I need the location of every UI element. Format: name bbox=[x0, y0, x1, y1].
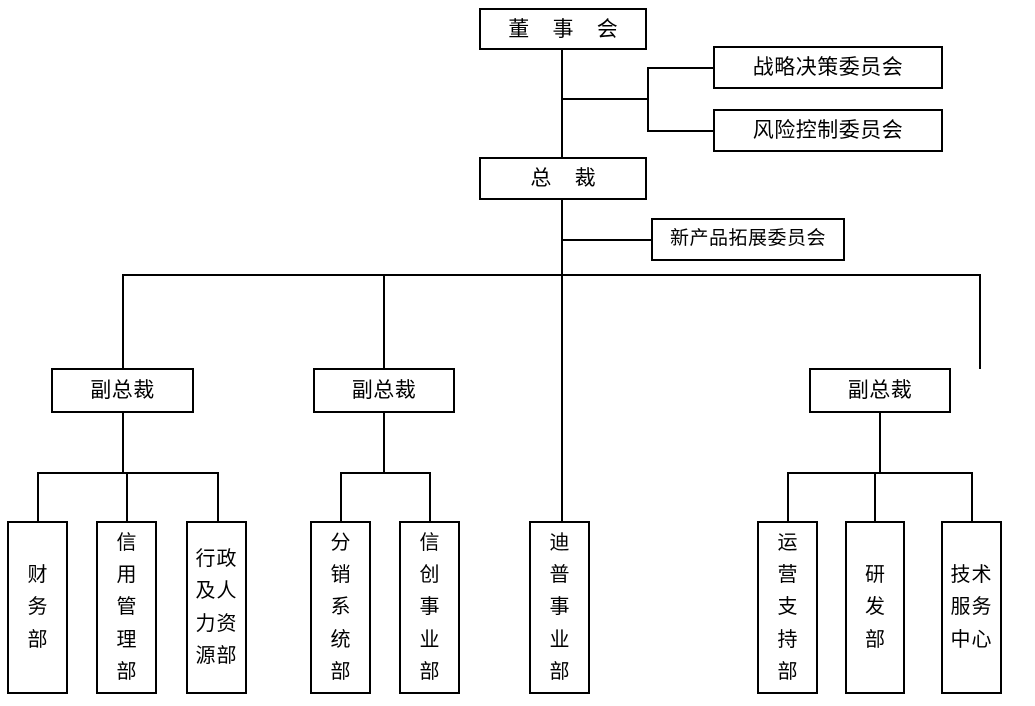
connector-bar-to-vp2 bbox=[383, 274, 385, 369]
node-board-label: 董 事 会 bbox=[508, 16, 627, 41]
node-tech-service-center-label: 技术 服务 中心 bbox=[950, 563, 993, 651]
node-risk-committee[interactable]: 风险控制委员会 bbox=[713, 109, 943, 152]
connector-bar-to-vp1 bbox=[122, 274, 124, 369]
node-admin-hr-dept-label: 行政 及人 力资 源部 bbox=[195, 547, 238, 667]
connector-spine-to-risk-committee bbox=[647, 130, 714, 132]
node-vp3[interactable]: 副总裁 bbox=[809, 368, 951, 413]
node-credit-mgmt-dept[interactable]: 信 用 管 理 部 bbox=[96, 521, 157, 694]
node-vp2[interactable]: 副总裁 bbox=[313, 368, 455, 413]
node-ops-support-dept-label: 运 营 支 持 部 bbox=[777, 531, 798, 684]
vp2-children-bar bbox=[340, 472, 430, 474]
node-dptech-div-label: 迪 普 事 业 部 bbox=[549, 531, 570, 684]
node-president-label: 总 裁 bbox=[530, 166, 605, 191]
vp3-children-bar bbox=[787, 472, 972, 474]
connector-president-to-new-product-committee bbox=[561, 239, 653, 241]
connector-vp1-to-credit bbox=[126, 472, 128, 522]
node-vp1[interactable]: 副总裁 bbox=[51, 368, 194, 413]
connector-board-to-president bbox=[561, 50, 563, 157]
node-vp2-label: 副总裁 bbox=[351, 378, 417, 403]
node-vp1-label: 副总裁 bbox=[90, 378, 155, 403]
node-credit-mgmt-dept-label: 信 用 管 理 部 bbox=[116, 531, 137, 684]
connector-president-trunk bbox=[561, 200, 563, 529]
node-risk-committee-label: 风险控制委员会 bbox=[752, 118, 904, 143]
node-xinchuang-div[interactable]: 信 创 事 业 部 bbox=[399, 521, 460, 694]
node-xinchuang-div-label: 信 创 事 业 部 bbox=[419, 531, 440, 684]
vp1-children-bar bbox=[37, 472, 219, 474]
connector-bar-to-vp3 bbox=[979, 274, 981, 369]
node-finance-dept-label: 财 务 部 bbox=[27, 563, 48, 651]
node-finance-dept[interactable]: 财 务 部 bbox=[7, 521, 68, 694]
node-vp3-label: 副总裁 bbox=[847, 378, 913, 403]
node-distribution-sys-dept[interactable]: 分 销 系 统 部 bbox=[310, 521, 371, 694]
connector-vp3-stem bbox=[879, 413, 881, 474]
node-tech-service-center[interactable]: 技术 服务 中心 bbox=[941, 521, 1002, 694]
node-board[interactable]: 董 事 会 bbox=[479, 8, 647, 50]
connector-vp3-to-tech-service bbox=[971, 472, 973, 522]
node-admin-hr-dept[interactable]: 行政 及人 力资 源部 bbox=[186, 521, 247, 694]
connector-vp3-to-rnd bbox=[874, 472, 876, 522]
connector-vp3-to-ops bbox=[787, 472, 789, 522]
connector-vp2-to-distribution bbox=[340, 472, 342, 522]
vp-distribution-bar bbox=[122, 274, 980, 276]
node-rnd-dept-label: 研 发 部 bbox=[865, 563, 885, 651]
node-new-product-committee[interactable]: 新产品拓展委员会 bbox=[651, 218, 845, 261]
node-rnd-dept[interactable]: 研 发 部 bbox=[845, 521, 905, 694]
node-distribution-sys-dept-label: 分 销 系 统 部 bbox=[330, 531, 351, 684]
connector-board-to-committee-spine bbox=[561, 98, 649, 100]
connector-vp1-stem bbox=[122, 413, 124, 474]
committee-bracket-spine bbox=[647, 68, 649, 132]
node-strategy-committee-label: 战略决策委员会 bbox=[752, 55, 904, 80]
connector-vp1-to-finance bbox=[37, 472, 39, 522]
connector-vp1-to-admin-hr bbox=[217, 472, 219, 522]
node-president[interactable]: 总 裁 bbox=[479, 157, 647, 200]
node-dptech-div[interactable]: 迪 普 事 业 部 bbox=[529, 521, 590, 694]
node-ops-support-dept[interactable]: 运 营 支 持 部 bbox=[757, 521, 818, 694]
connector-spine-to-strategy-committee bbox=[647, 67, 714, 69]
connector-vp2-stem bbox=[383, 413, 385, 474]
node-strategy-committee[interactable]: 战略决策委员会 bbox=[713, 46, 943, 89]
connector-vp2-to-xinchuang bbox=[429, 472, 431, 522]
node-new-product-committee-label: 新产品拓展委员会 bbox=[669, 228, 826, 250]
